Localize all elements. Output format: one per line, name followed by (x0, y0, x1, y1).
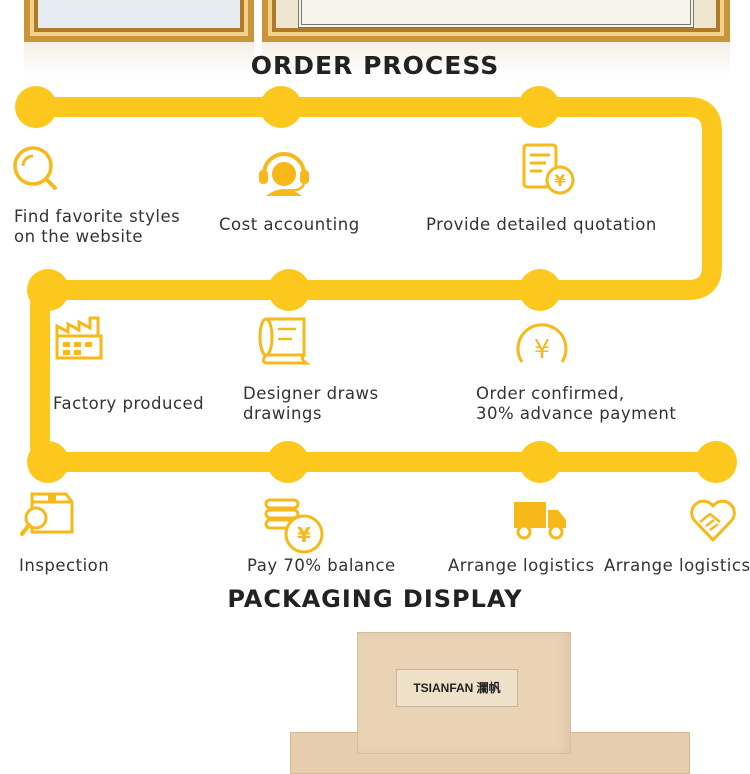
packaging-display-heading: PACKAGING DISPLAY (227, 585, 523, 613)
step-label-2: Cost accounting (219, 215, 360, 234)
search-icon (13, 146, 57, 190)
headset-icon (259, 152, 309, 196)
order-process-heading: ORDER PROCESS (250, 51, 500, 80)
svg-text:¥: ¥ (554, 171, 565, 190)
process-flow-path (15, 86, 737, 483)
step-label-9: Arrange logistics (448, 556, 595, 575)
frame-images (0, 0, 750, 78)
coin-stack-icon: ¥ (264, 498, 324, 554)
step-label-8: Pay 70% balance (247, 556, 396, 575)
factory-icon (55, 316, 103, 360)
step-node-5 (268, 269, 310, 311)
step-label-7: Inspection (19, 556, 110, 575)
step-node-9 (519, 441, 561, 483)
step-node-8 (267, 441, 309, 483)
quotation-icon: ¥ (522, 143, 575, 195)
yuan-coin-icon: ¥ (516, 323, 568, 365)
step-node-3 (518, 86, 560, 128)
step-node-1 (15, 86, 57, 128)
step-node-10 (695, 441, 737, 483)
step-node-6 (519, 269, 561, 311)
svg-text:¥: ¥ (534, 335, 551, 365)
carton-top: TSIANFAN 瀾帆 (357, 632, 571, 754)
step-label-4: Factory produced (53, 394, 205, 413)
step-node-2 (260, 86, 302, 128)
step-label-3: Provide detailed quotation (426, 215, 657, 234)
step-node-4 (27, 269, 69, 311)
packaging-photo: TSIANFAN 瀾帆 (0, 620, 750, 774)
truck-icon (514, 502, 566, 540)
handshake-heart-icon (690, 499, 736, 542)
drawing-scroll-icon (258, 317, 311, 365)
svg-text:¥: ¥ (297, 523, 311, 547)
step-label-10: Arrange logistics (604, 556, 750, 575)
step-node-7 (27, 441, 69, 483)
step-label-6: Order confirmed,30% advance payment (476, 384, 677, 423)
inspection-box-icon (20, 492, 74, 536)
frame-image-left (24, 0, 254, 42)
carton-brand-label: TSIANFAN 瀾帆 (396, 669, 518, 707)
frame-image-right (262, 0, 730, 42)
